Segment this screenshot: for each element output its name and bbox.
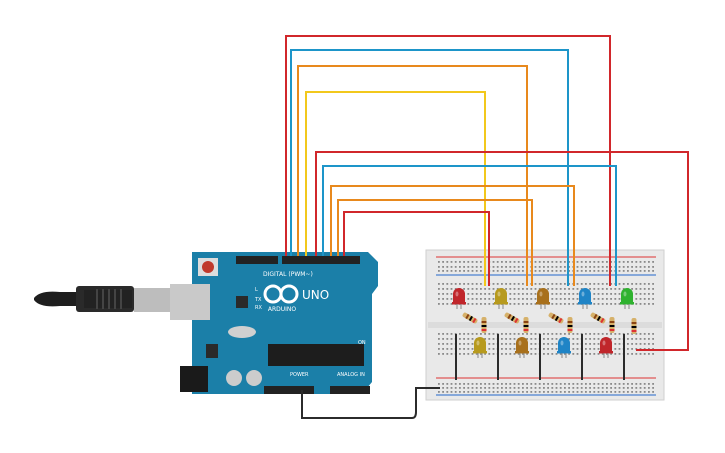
resistor [481, 317, 487, 333]
wire-red-outer[interactable] [285, 35, 611, 286]
wire-orange-outer[interactable] [297, 65, 528, 286]
wire-blue-outer[interactable] [290, 49, 569, 286]
resistor [548, 312, 564, 324]
l-label: L [255, 287, 258, 293]
usb-cable [34, 286, 172, 312]
digital-header [282, 256, 360, 264]
power-header [264, 386, 314, 394]
resistor [609, 317, 615, 333]
wire-yellow-outer[interactable] [305, 91, 486, 286]
led [452, 288, 466, 309]
usb-port [170, 284, 210, 320]
resistor [567, 317, 573, 333]
tx-label: TX [254, 297, 262, 303]
analog-header [330, 386, 370, 394]
wire-ground[interactable] [301, 387, 440, 419]
power-jack [180, 366, 208, 392]
led [515, 337, 529, 358]
digital-header-label: DIGITAL (PWM~) [263, 271, 313, 278]
model-label: UNO [302, 288, 329, 302]
resistor [631, 318, 637, 334]
ground-jumpers [455, 334, 625, 380]
led [599, 337, 613, 358]
led [536, 288, 550, 309]
arduino-logo [263, 284, 299, 304]
resistor [590, 312, 606, 324]
wire-blue-inner[interactable] [322, 165, 617, 286]
jumper-wires [285, 35, 689, 419]
analog-label: ANALOG IN [337, 372, 365, 378]
arduino-uno-board: DIGITAL (PWM~) ARDUINO UNO L TX RX ON PO… [170, 252, 378, 394]
led [473, 337, 487, 358]
atmega-chip [268, 344, 364, 366]
wire-orange-inner-2[interactable] [337, 199, 533, 286]
rx-label: RX [255, 305, 262, 311]
crystal [228, 326, 256, 338]
on-label: ON [358, 340, 366, 346]
led [620, 288, 634, 309]
leds [452, 288, 634, 358]
led [557, 337, 571, 358]
led [494, 288, 508, 309]
led [578, 288, 592, 309]
resistors [462, 312, 637, 334]
power-label: POWER [290, 372, 309, 378]
resistor [523, 317, 529, 333]
wire-orange-inner[interactable] [330, 185, 575, 286]
breadboard [425, 249, 665, 401]
resistor [504, 312, 520, 324]
wire-red-innermost[interactable] [343, 211, 490, 286]
brand-label: ARDUINO [268, 306, 297, 313]
wire-red-inner[interactable] [315, 151, 689, 351]
resistor [462, 312, 478, 324]
